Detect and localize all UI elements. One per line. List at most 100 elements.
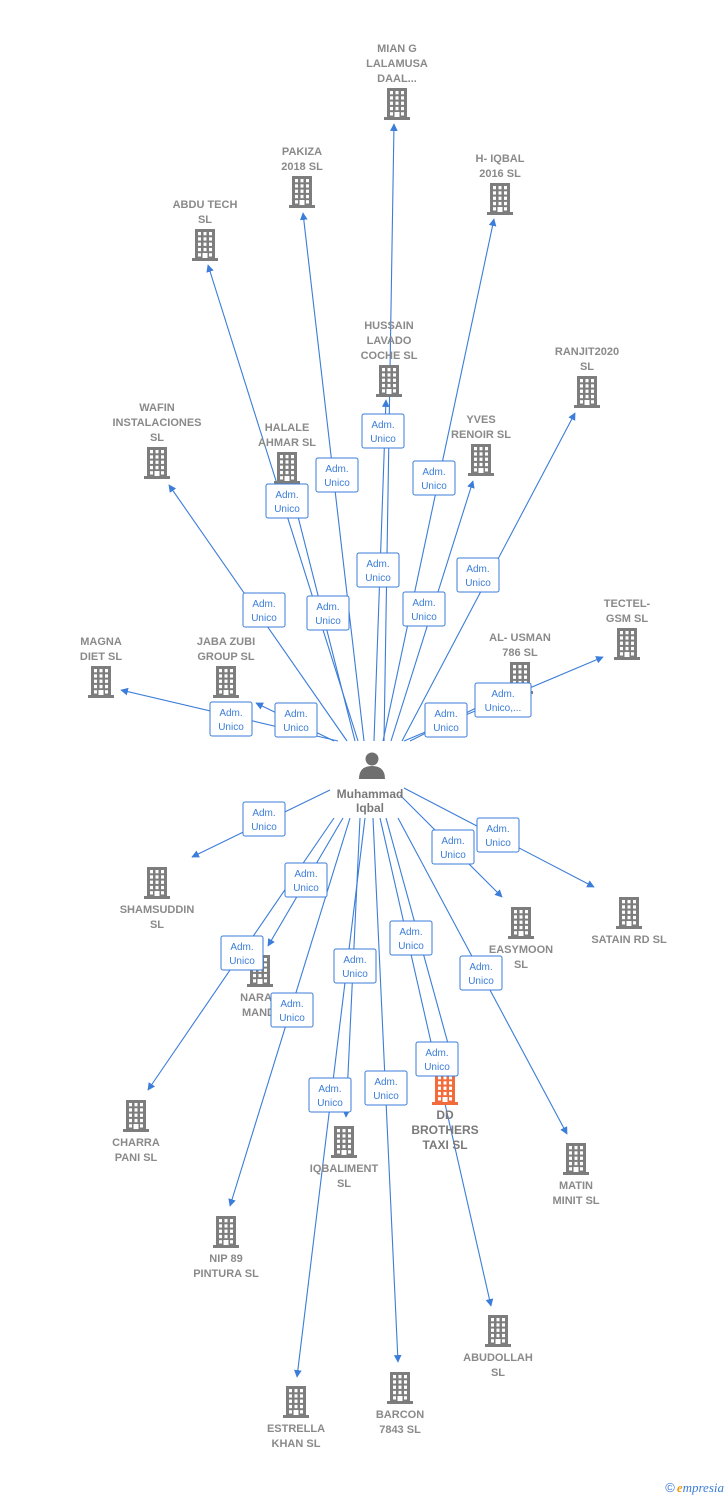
edge-label-yves[interactable]: Adm.Unico	[402, 591, 446, 627]
company-label: TECTEL-	[604, 598, 651, 610]
company-label: MANDI	[242, 1007, 278, 1019]
edge-label-box	[242, 592, 286, 628]
edge-label-box	[474, 682, 532, 718]
edge-label-box	[242, 801, 286, 837]
edge-label-mian[interactable]: Adm.Unico	[361, 413, 405, 449]
edge-label-tectel[interactable]: Adm.Unico,...	[474, 682, 532, 718]
edge-label-type: Unico	[229, 956, 255, 967]
edge-label-satain[interactable]: Adm.Unico	[476, 817, 520, 853]
edge-label-iqbaliment[interactable]: Adm.Unico	[333, 948, 377, 984]
edge-label-role: Adm.	[343, 955, 366, 966]
edge-label-wafin[interactable]: Adm.Unico	[242, 592, 286, 628]
edge-label-box	[402, 591, 446, 627]
company-node-abdu[interactable]: ABDU TECH SL	[173, 199, 238, 261]
edge-label-type: Unico	[365, 573, 391, 584]
person-icon	[359, 752, 385, 779]
company-label: INSTALACIONES	[112, 417, 201, 429]
company-label: GROUP SL	[197, 651, 255, 663]
company-label: PANI SL	[115, 1152, 158, 1164]
edge-label-dd[interactable]: Adm.Unico	[415, 1041, 459, 1077]
company-label: GSM SL	[606, 613, 648, 625]
edge-label-type: Unico	[433, 723, 459, 734]
edge-label-ranjit[interactable]: Adm.Unico	[456, 557, 500, 593]
edge-label-charra[interactable]: Adm. Unico	[220, 935, 264, 971]
company-label: AL- USMAN	[489, 632, 551, 644]
company-label: SL	[337, 1178, 351, 1190]
edge-label-abudollah[interactable]: Adm.Unico	[389, 920, 433, 956]
company-label: ABUDOLLAH	[463, 1352, 533, 1364]
edge-label-halale[interactable]: Adm.Unico	[306, 595, 350, 631]
edge-label-role: Adm.	[469, 962, 492, 973]
edge-label-role: Adm.	[252, 599, 275, 610]
building-icon	[508, 907, 534, 939]
edge-label-jaba[interactable]: Adm.Unico	[274, 702, 318, 738]
building-icon	[432, 1073, 458, 1105]
edge-label-type: Unico	[468, 976, 494, 987]
edge-label-role: Adm.	[280, 999, 303, 1010]
edge-labels-layer: Adm.UnicoAdm.UnicoAdm.UnicoAdm.UnicoAdm.…	[209, 413, 532, 1113]
edge-label-box	[306, 595, 350, 631]
company-label: SL	[150, 432, 164, 444]
building-icon	[376, 365, 402, 397]
edge-label-barcon[interactable]: Adm.Unico	[364, 1070, 408, 1106]
edge-label-naran[interactable]: Adm.Unico	[284, 862, 328, 898]
edge-label-type: Unico	[293, 883, 319, 894]
edge-label-estrella[interactable]: Adm.Unico	[308, 1077, 352, 1113]
edge-label-type: Unico	[421, 481, 447, 492]
company-node-satain[interactable]: SATAIN RD SL	[591, 897, 667, 946]
company-label: ABDU TECH	[173, 199, 238, 211]
company-label: PINTURA SL	[193, 1268, 259, 1280]
edge-label-role: Adm.	[422, 467, 445, 478]
edge-label-abdu[interactable]: Adm.Unico	[265, 483, 309, 519]
edge-label-easymoon[interactable]: Adm.Unico	[431, 829, 475, 865]
company-label: MINIT SL	[552, 1195, 599, 1207]
company-label: BROTHERS	[411, 1123, 478, 1137]
company-node-nip89[interactable]: NIP 89 PINTURA SL	[193, 1216, 259, 1280]
edge-label-type: Unico	[424, 1062, 450, 1073]
edge-label-box	[476, 817, 520, 853]
company-label: SL	[198, 214, 212, 226]
edge-label-type: Unico	[370, 434, 396, 445]
edge-label-alusman[interactable]: Adm.Unico	[424, 702, 468, 738]
company-label: 7843 SL	[379, 1424, 421, 1436]
person-node[interactable]: Muhammad Iqbal	[337, 752, 404, 816]
edge-label-type: Unico	[398, 941, 424, 952]
edge-label-pakiza[interactable]: Adm.Unico	[315, 457, 359, 493]
edge-label-magna[interactable]: Adm.Unico	[209, 701, 253, 737]
brand-name: mpresia	[682, 1480, 724, 1495]
edge-label-shamsuddin[interactable]: Adm.Unico	[242, 801, 286, 837]
edge-label-matin[interactable]: Adm. Unico	[459, 955, 503, 991]
edges-layer	[120, 123, 604, 1378]
edge-label-hiqbal[interactable]: Adm. Unico	[412, 460, 456, 496]
company-label: RANJIT2020	[555, 346, 619, 358]
edge-label-box	[389, 920, 433, 956]
edge-label-box	[356, 552, 400, 588]
company-label: NIP 89	[209, 1253, 242, 1265]
edge-label-role: Adm.	[412, 598, 435, 609]
edge-label-role: Adm.	[230, 942, 253, 953]
edge-label-box	[424, 702, 468, 738]
edge-label-nip89[interactable]: Adm.Unico	[270, 992, 314, 1028]
company-node-tectel[interactable]: TECTEL- GSM SL	[604, 598, 651, 660]
edge-label-hussain[interactable]: Adm.Unico	[356, 552, 400, 588]
company-node-mian[interactable]: MIAN GLALAMUSADAAL...	[366, 43, 428, 120]
